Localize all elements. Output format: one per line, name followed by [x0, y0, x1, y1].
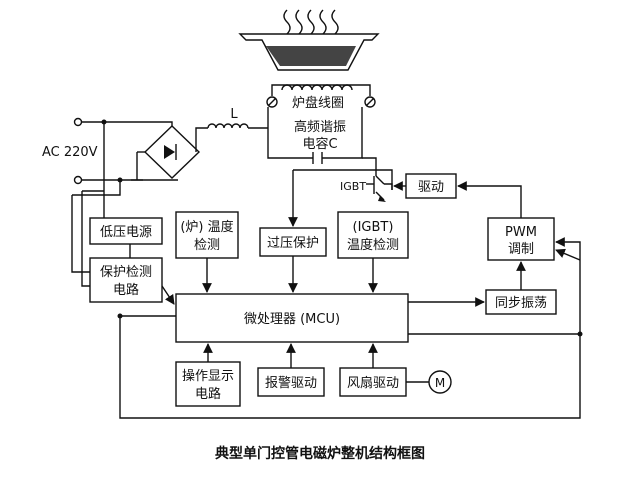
- protection-label-line1: 保护检测: [100, 265, 152, 280]
- alarm-driver-label: 报警驱动: [265, 375, 317, 391]
- igbt-temp-box: [337, 211, 409, 259]
- driver-box: [405, 173, 457, 199]
- driver-label: 驱动: [418, 180, 444, 195]
- igbt-label: IGBT: [340, 180, 366, 193]
- pwm-label-line1: PWM: [505, 225, 537, 240]
- display-label-line1: 操作显示: [182, 368, 234, 384]
- pwm-box: [487, 217, 555, 261]
- motor-label: M: [435, 376, 445, 390]
- low-voltage-supply-label: 低压电源: [100, 225, 152, 240]
- protection-circuit-box: [89, 257, 163, 303]
- furnace-temp-label-line2: 检测: [194, 238, 220, 253]
- diagram-caption: 典型单门控管电磁炉整机结构框图: [215, 445, 425, 462]
- coil-symbol: [266, 84, 376, 108]
- protection-label-line2: 电路: [113, 282, 139, 298]
- mcu-label: 微处理器 (MCU): [244, 312, 340, 327]
- ac-terminal-bottom: [73, 175, 83, 185]
- resonant-cap-label-line1: 高频谐振: [294, 119, 346, 135]
- bridge-rectifier: [131, 125, 201, 181]
- resonant-cap-label-line2: 电容C: [302, 136, 337, 152]
- sync-oscillator-box: [485, 289, 557, 315]
- steam-icon: [283, 9, 339, 35]
- mcu-box: [175, 293, 409, 343]
- alarm-driver-box: [257, 367, 325, 397]
- igbt-temp-label-line2: 温度检测: [347, 237, 399, 253]
- low-voltage-supply-box: [89, 217, 163, 245]
- overvoltage-box: [259, 227, 327, 257]
- display-circuit-box: [175, 361, 241, 407]
- inductor-symbol: [207, 123, 249, 129]
- igbt-temp-label-line1: (IGBT): [353, 220, 394, 235]
- overvoltage-label: 过压保护: [267, 236, 319, 251]
- ac-terminal-top: [73, 117, 83, 127]
- sync-oscillator-label: 同步振荡: [495, 296, 547, 311]
- fan-driver-label: 风扇驱动: [347, 375, 399, 391]
- display-label-line2: 电路: [195, 386, 221, 402]
- coil-label: 炉盘线圈: [292, 95, 344, 111]
- pwm-label-line2: 调制: [508, 242, 534, 257]
- igbt-symbol: [362, 157, 393, 202]
- resonant-capacitor: [312, 152, 323, 164]
- furnace-temp-label-line1: (炉) 温度: [180, 219, 233, 235]
- pot-icon: [238, 33, 380, 71]
- ac-input-label: AC 220V: [42, 145, 98, 160]
- inductor-label: L: [230, 107, 238, 122]
